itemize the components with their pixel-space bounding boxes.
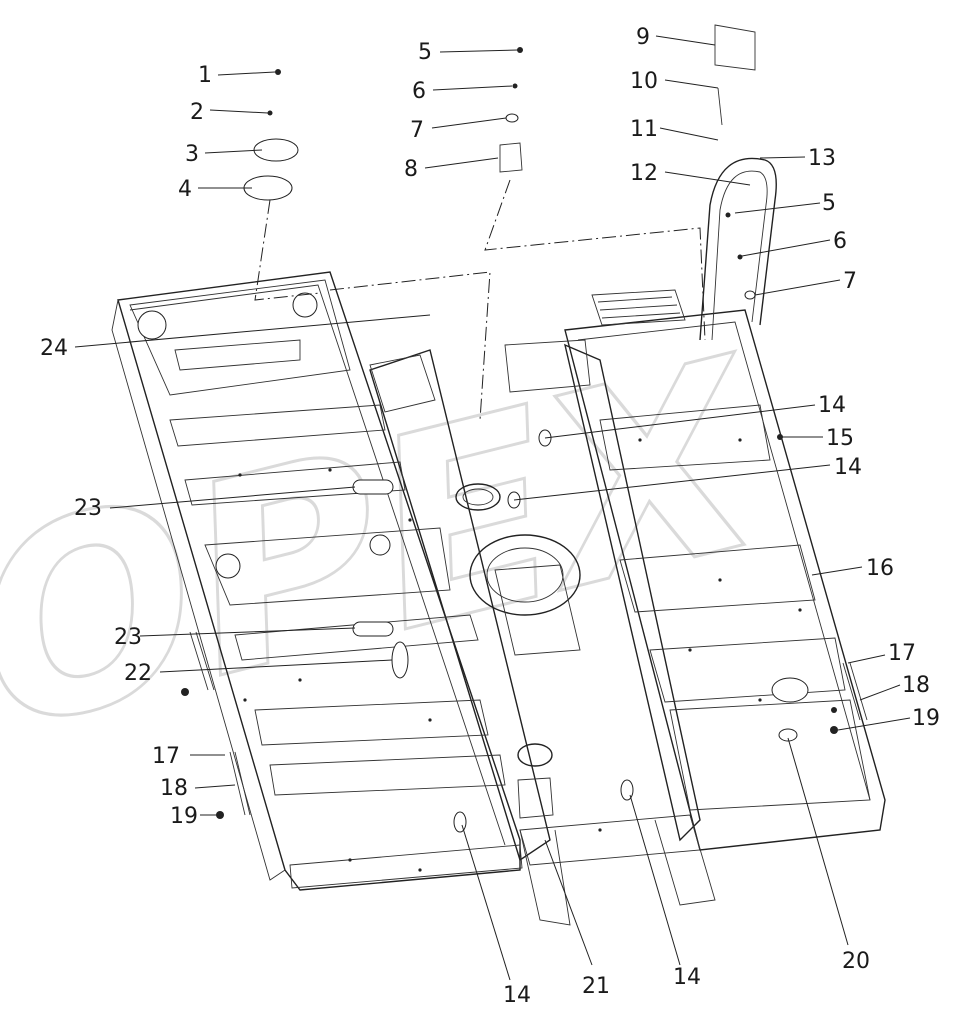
callout-3: 3 xyxy=(185,142,199,167)
callout-5b: 5 xyxy=(822,191,836,216)
callout-4: 4 xyxy=(178,177,192,202)
callout-14c: 14 xyxy=(503,983,531,1008)
callout-15: 15 xyxy=(826,426,854,451)
callout-labels: 1 2 3 4 5 6 7 8 9 10 11 12 13 5 6 7 24 1… xyxy=(40,25,940,1008)
callout-13: 13 xyxy=(808,146,836,171)
callout-6b: 6 xyxy=(833,229,847,254)
callout-1: 1 xyxy=(198,63,212,88)
callout-22: 22 xyxy=(124,661,152,686)
callout-11: 11 xyxy=(630,117,658,142)
callout-10: 10 xyxy=(630,69,658,94)
foot-step xyxy=(591,289,686,326)
handrail xyxy=(699,157,777,341)
callout-21: 21 xyxy=(582,974,610,999)
callout-14a: 14 xyxy=(818,393,846,418)
callout-12: 12 xyxy=(630,161,658,186)
cross-member-5 xyxy=(254,699,489,746)
callout-5a: 5 xyxy=(418,40,432,65)
callout-24: 24 xyxy=(40,336,68,361)
callout-14d: 14 xyxy=(673,965,701,990)
upper-frame-structure xyxy=(111,24,886,926)
callout-18a: 18 xyxy=(902,673,930,698)
right-side-beam xyxy=(564,309,886,851)
cross-member-6 xyxy=(269,754,506,796)
callout-23a: 23 xyxy=(74,496,102,521)
assembly-lines xyxy=(254,179,706,421)
cross-member-4 xyxy=(234,614,479,661)
callout-19b: 19 xyxy=(170,804,198,829)
center-right-rail xyxy=(564,343,701,842)
callout-7a: 7 xyxy=(410,118,424,143)
callout-14b: 14 xyxy=(834,455,862,480)
callout-16: 16 xyxy=(866,556,894,581)
cross-member-3 xyxy=(204,527,451,606)
callout-20: 20 xyxy=(842,949,870,974)
callout-17b: 17 xyxy=(152,744,180,769)
slewing-ring xyxy=(469,534,581,616)
callout-8: 8 xyxy=(404,157,418,182)
callout-9: 9 xyxy=(636,25,650,50)
callout-2: 2 xyxy=(190,100,204,125)
callout-6a: 6 xyxy=(412,79,426,104)
flag-plate xyxy=(714,24,756,71)
callout-19a: 19 xyxy=(912,706,940,731)
callout-23b: 23 xyxy=(114,625,142,650)
cross-member-1 xyxy=(169,404,386,447)
callout-18b: 18 xyxy=(160,776,188,801)
callout-7b: 7 xyxy=(843,269,857,294)
callout-17a: 17 xyxy=(888,641,916,666)
leader-lines xyxy=(74,35,911,981)
cross-member-2 xyxy=(184,461,406,506)
